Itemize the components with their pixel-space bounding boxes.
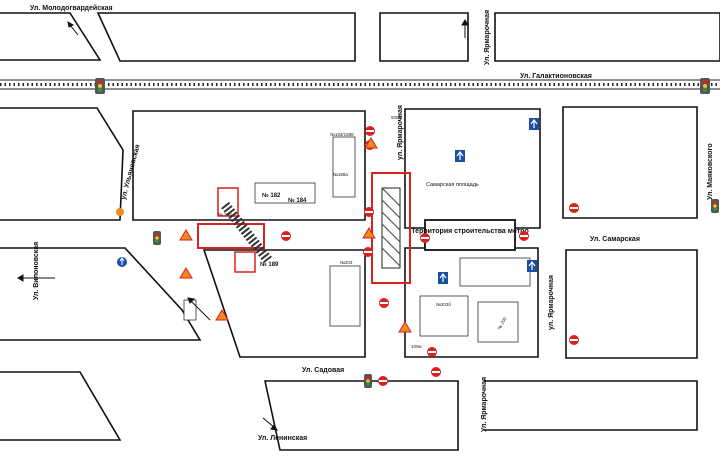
sign-500m: 500м	[391, 115, 402, 120]
bld-188a: №188а	[333, 172, 348, 177]
road-works-icon	[179, 267, 193, 279]
street-vilonovskaya: Ул. Вилоновская	[33, 242, 40, 300]
bld-200b: № 200	[218, 212, 232, 217]
turn-arrow-icon	[67, 20, 79, 36]
direction-arrows	[17, 19, 469, 431]
no-entry-icon	[519, 231, 529, 241]
traffic-light-icon	[364, 374, 372, 388]
street-samarskaya: Ул. Самарская	[590, 236, 640, 243]
bld-200: № 200	[497, 316, 508, 331]
one-way-icon	[529, 118, 539, 130]
no-entry-icon	[378, 376, 388, 386]
turn-arrow-icon	[17, 274, 55, 282]
road-works-icon	[362, 227, 376, 239]
road-works-icon	[116, 208, 124, 216]
street-yarmarochnaya-north: Ул. Ярмарочная	[484, 10, 491, 65]
traffic-lights	[95, 78, 719, 388]
road-works-icon	[398, 321, 412, 333]
no-entry-icon	[431, 367, 441, 377]
traffic-light-icon	[153, 231, 161, 245]
road-works-icon	[364, 137, 378, 149]
buildings	[183, 136, 531, 343]
no-entry-icon	[379, 298, 389, 308]
street-molodogvardeyskaya: Ул. Молодогвардейская	[30, 4, 113, 12]
one-way-icon	[455, 150, 465, 162]
street-labels: Ул. Молодогвардейская Ул. Ярмарочная Ул.…	[30, 4, 714, 442]
sign-100m: 100м	[411, 344, 422, 349]
no-entry-icon	[363, 247, 373, 257]
metro-construction-zone: Территория строительства метро	[411, 219, 529, 251]
bld-203: №203	[340, 260, 353, 265]
street-sadovaya: Ул. Садовая	[302, 367, 344, 374]
street-yarmarochnaya-east: ул. Ярмарочная	[548, 275, 555, 330]
road-works-icon	[179, 229, 193, 241]
railway	[0, 79, 720, 90]
street-yarmarochnaya-south: Ул. Ярмарочная	[481, 377, 488, 432]
no-entry-icon	[569, 335, 579, 345]
traffic-light-icon	[700, 78, 710, 94]
street-leninskaya: Ул. Ленинская	[258, 435, 307, 442]
one-way-icon	[438, 272, 448, 284]
no-entry-signs	[281, 126, 579, 386]
building-labels: № 182 № 184 № 189 №188а №193/1888 №203 №…	[218, 115, 508, 349]
traffic-light-icon	[95, 78, 105, 94]
no-entry-icon	[420, 233, 430, 243]
street-galaktionovskaya: Ул. Галактионовская	[520, 73, 592, 80]
one-way-signs	[117, 118, 539, 284]
road-works-signs	[116, 137, 412, 333]
road-works-icon	[215, 309, 229, 321]
one-way-icon	[527, 260, 537, 272]
no-entry-icon	[364, 207, 374, 217]
bld-189: № 189	[260, 261, 279, 268]
metro-zone-label: Территория строительства метро	[411, 228, 528, 235]
no-entry-icon	[569, 203, 579, 213]
work-zones	[197, 172, 411, 284]
bld-203b: №203б	[436, 302, 451, 307]
bld-184: № 184	[288, 197, 307, 204]
turn-arrow-icon	[461, 19, 469, 38]
samarskaya-square: Самарская площадь	[426, 182, 479, 188]
no-entry-icon	[365, 126, 375, 136]
no-entry-icon	[427, 347, 437, 357]
bld-193: №193/1888	[330, 132, 354, 137]
traffic-light-icon	[711, 199, 719, 213]
no-entry-icon	[281, 231, 291, 241]
bld-182: № 182	[262, 192, 281, 199]
one-way-icon	[117, 257, 127, 267]
street-mayakovskogo: Ул. Маяковского	[707, 143, 714, 200]
street-yarmarochnaya-center: ул. Ярмарочная	[397, 105, 404, 160]
turn-arrow-icon	[262, 417, 278, 431]
road-network	[0, 12, 720, 451]
turn-arrow-icon	[187, 297, 211, 321]
